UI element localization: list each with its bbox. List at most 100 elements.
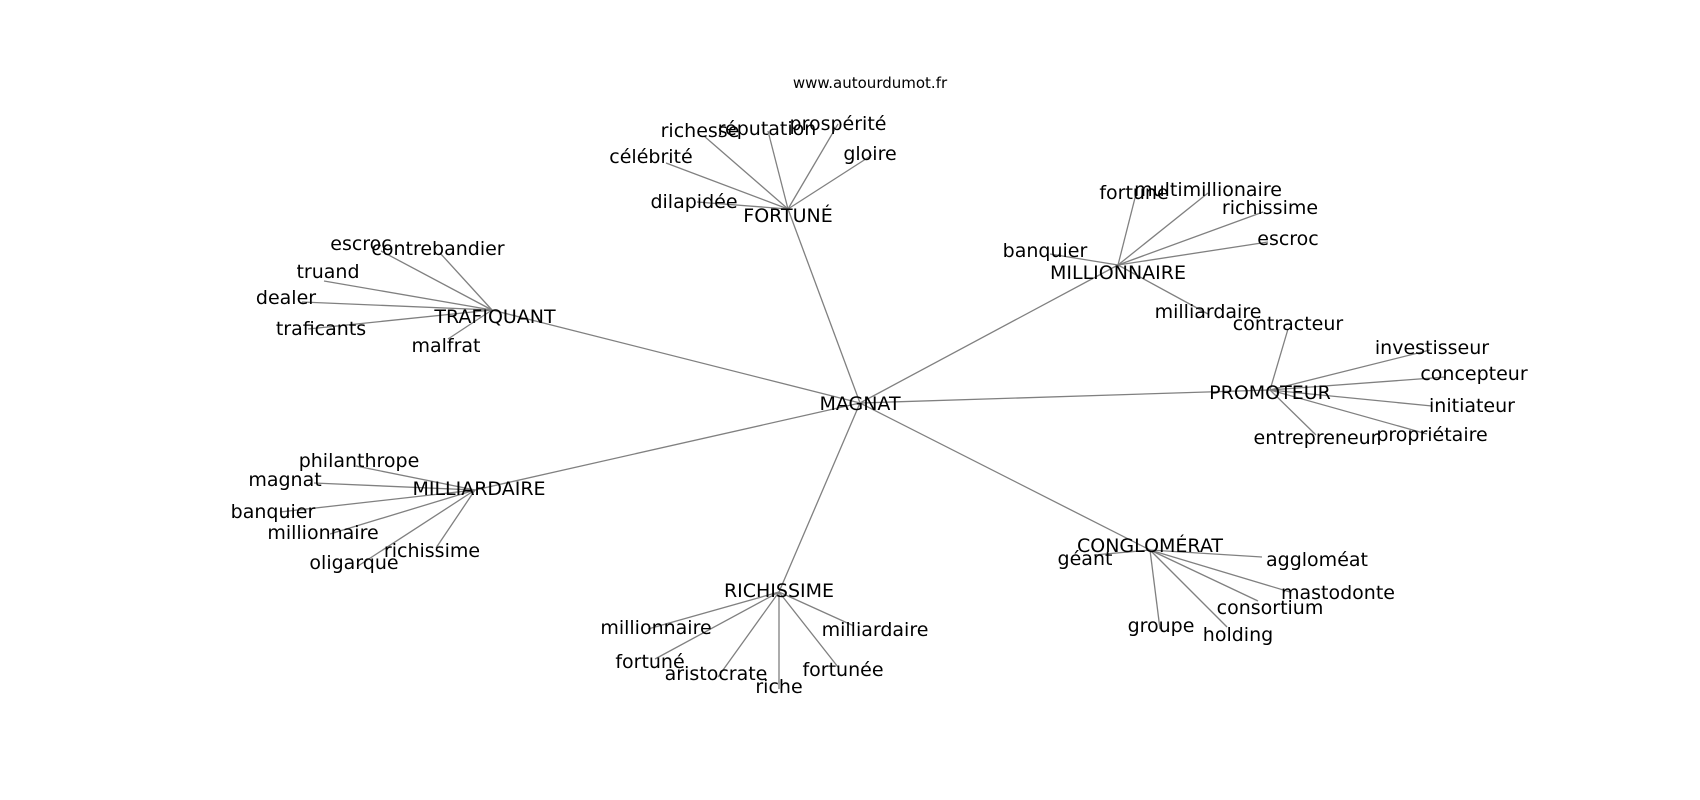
edge-promoteur-entrepreneur: [1269, 389, 1317, 436]
leaf-word-riche[interactable]: riche: [755, 676, 802, 698]
edge-richissime-millionnaire: [647, 591, 780, 630]
edge-trafiquant-escroc: [380, 250, 493, 311]
edge-richissime-aristocrate: [717, 591, 780, 678]
edge-milliardaire-millionnaire: [329, 489, 476, 535]
source-label: www.autourdumot.fr: [793, 74, 948, 92]
leaf-word-agglomeat[interactable]: aggloméat: [1266, 549, 1368, 571]
hub-word-promoteur[interactable]: PROMOTEUR: [1209, 382, 1331, 404]
leaf-word-escroc[interactable]: escroc: [330, 233, 392, 255]
edge-promoteur-concepteur: [1269, 376, 1447, 391]
graph-edges: [279, 123, 1447, 689]
leaf-word-groupe[interactable]: groupe: [1128, 615, 1195, 637]
leaf-word-entrepreneur[interactable]: entrepreneur: [1254, 427, 1379, 449]
leaf-word-aristocrate[interactable]: aristocrate: [665, 663, 768, 685]
edge-fortune-dilapidee: [696, 201, 789, 210]
leaf-word-gloire[interactable]: gloire: [843, 143, 896, 165]
leaf-word-fortune[interactable]: fortuné: [615, 651, 684, 673]
leaf-word-investisseur[interactable]: investisseur: [1375, 337, 1489, 359]
leaf-word-holding[interactable]: holding: [1203, 624, 1273, 646]
edge-promoteur-contracteur: [1269, 328, 1289, 391]
edge-richissime-milliardaire: [778, 591, 855, 627]
edge-richissime-fortunee: [778, 591, 839, 668]
edge-conglomerat-agglomeat: [1149, 549, 1263, 558]
leaf-word-celebrite[interactable]: célébrité: [609, 146, 692, 168]
center-word[interactable]: MAGNAT: [819, 393, 901, 415]
leaf-word-oligarque[interactable]: oligarque: [309, 552, 398, 574]
edge-milliardaire-banquier: [279, 489, 476, 513]
edge-conglomerat-mastodonte: [1149, 549, 1291, 593]
edge-promoteur-initiateur: [1269, 389, 1433, 407]
leaf-word-truand[interactable]: truand: [296, 261, 359, 283]
leaf-word-proprietaire[interactable]: propriétaire: [1376, 424, 1487, 446]
edge-fortune-prosperite: [787, 123, 839, 210]
leaf-word-concepteur[interactable]: concepteur: [1420, 363, 1527, 385]
leaf-word-banquier[interactable]: banquier: [1003, 240, 1088, 262]
edge-magnat-milliardaire: [474, 402, 861, 491]
edge-magnat-trafiquant: [491, 309, 861, 404]
edge-magnat-fortune: [787, 208, 861, 404]
hub-word-milliardaire[interactable]: MILLIARDAIRE: [412, 478, 545, 500]
leaf-word-milliardaire[interactable]: milliardaire: [1155, 301, 1262, 323]
edge-magnat-millionnaire: [859, 264, 1119, 404]
edge-trafiquant-dealer: [301, 301, 493, 311]
leaf-word-richissime[interactable]: richissime: [384, 540, 480, 562]
hub-word-richissime[interactable]: RICHISSIME: [724, 580, 834, 602]
edge-milliardaire-philanthrope: [355, 465, 476, 491]
edge-magnat-promoteur: [859, 389, 1271, 404]
leaf-word-philanthrope[interactable]: philanthrope: [299, 450, 420, 472]
edge-milliardaire-magnat: [313, 482, 476, 491]
leaf-word-fortunee[interactable]: fortunée: [802, 659, 883, 681]
edge-richissime-fortune: [654, 591, 780, 660]
edge-millionnaire-escroc: [1117, 241, 1269, 266]
edge-conglomerat-groupe: [1149, 549, 1161, 630]
graph-labels: www.autourdumot.fr MAGNAT FORTUNÉ richess…: [231, 74, 1528, 698]
hub-word-millionnaire[interactable]: MILLIONNAIRE: [1050, 262, 1186, 284]
edge-milliardaire-richissime: [435, 489, 476, 549]
edge-trafiquant-contrebandier: [439, 252, 493, 311]
leaf-word-prosperite[interactable]: prospérité: [790, 113, 887, 135]
edge-magnat-richissime: [778, 402, 861, 593]
leaf-word-richesse[interactable]: richesse: [661, 120, 740, 142]
leaf-word-dealer[interactable]: dealer: [256, 287, 316, 309]
leaf-word-multimillionaire[interactable]: multimillionaire: [1134, 179, 1282, 201]
edge-millionnaire-fortune: [1117, 189, 1138, 266]
leaf-word-fortune[interactable]: fortune: [1099, 182, 1168, 204]
hub-word-conglomerat[interactable]: CONGLOMÉRAT: [1077, 534, 1223, 557]
edge-promoteur-proprietaire: [1269, 389, 1428, 435]
leaf-word-dilapidee[interactable]: dilapidée: [650, 191, 737, 213]
leaf-word-consortium[interactable]: consortium: [1217, 597, 1324, 619]
leaf-word-richissime[interactable]: richissime: [1222, 197, 1318, 219]
edge-promoteur-investisseur: [1269, 349, 1431, 391]
edge-fortune-gloire: [787, 154, 873, 210]
leaf-word-millionnaire[interactable]: millionnaire: [267, 522, 378, 544]
leaf-word-magnat[interactable]: magnat: [248, 469, 321, 491]
leaf-word-contrebandier[interactable]: contrebandier: [371, 238, 504, 260]
edge-magnat-conglomerat: [859, 402, 1151, 551]
leaf-word-escroc[interactable]: escroc: [1257, 228, 1319, 250]
hub-word-trafiquant[interactable]: TRAFIQUANT: [433, 306, 556, 328]
leaf-word-geant[interactable]: géant: [1058, 548, 1113, 570]
leaf-word-milliardaire[interactable]: milliardaire: [822, 619, 929, 641]
edge-trafiquant-truand: [323, 280, 493, 311]
leaf-word-traficants[interactable]: traficants: [276, 318, 366, 340]
edge-millionnaire-multimillionaire: [1117, 192, 1209, 266]
leaf-word-millionnaire[interactable]: millionnaire: [600, 617, 711, 639]
leaf-word-initiateur[interactable]: initiateur: [1429, 395, 1515, 417]
hub-word-fortune[interactable]: FORTUNÉ: [743, 204, 832, 227]
leaf-word-malfrat[interactable]: malfrat: [411, 335, 480, 357]
edge-trafiquant-malfrat: [447, 309, 493, 340]
edge-conglomerat-geant: [1093, 549, 1151, 556]
edge-conglomerat-consortium: [1149, 549, 1259, 602]
edge-trafiquant-traficants: [307, 309, 493, 330]
leaf-word-banquier[interactable]: banquier: [231, 501, 316, 523]
edge-milliardaire-oligarque: [357, 489, 476, 567]
leaf-word-contracteur[interactable]: contracteur: [1233, 313, 1344, 335]
edge-fortune-celebrite: [665, 162, 789, 210]
leaf-word-reputation[interactable]: réputation: [718, 118, 817, 140]
edge-millionnaire-richissime: [1117, 211, 1264, 266]
leaf-word-mastodonte[interactable]: mastodonte: [1281, 582, 1395, 604]
edge-conglomerat-holding: [1149, 549, 1228, 628]
edge-millionnaire-banquier: [1049, 253, 1119, 266]
edge-fortune-richesse: [703, 135, 789, 210]
